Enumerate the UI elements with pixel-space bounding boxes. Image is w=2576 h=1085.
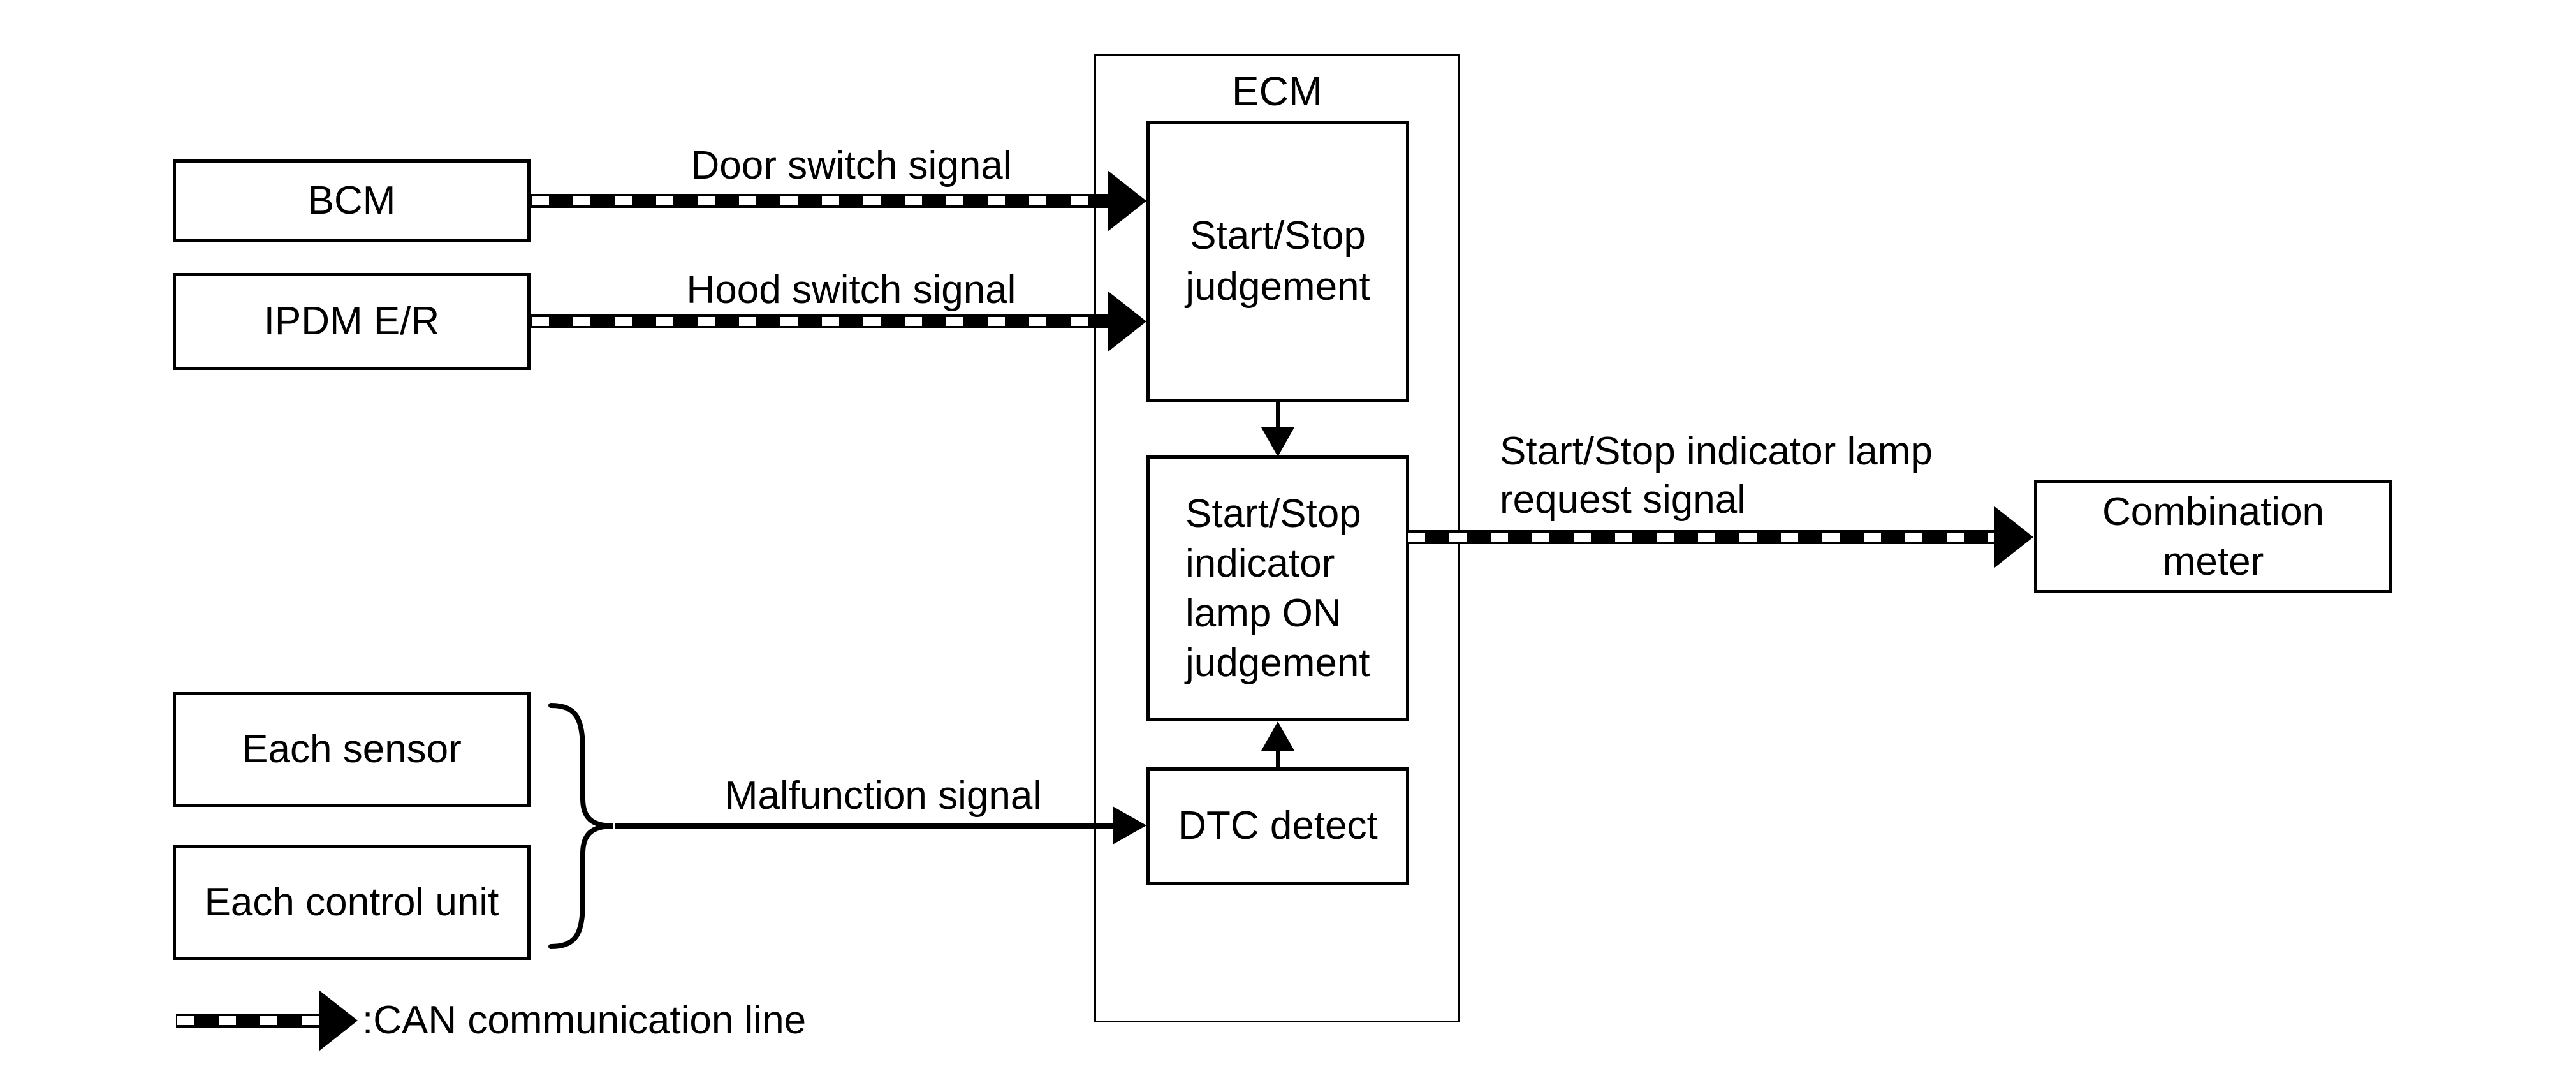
malfunction-signal-label: Malfunction signal bbox=[724, 774, 1042, 818]
door-switch-can-line bbox=[531, 194, 1108, 208]
malfunction-signal-line bbox=[615, 823, 1119, 829]
bcm-box: BCM bbox=[173, 159, 531, 242]
arrow-right-icon bbox=[1108, 170, 1146, 232]
arrow-up-icon bbox=[1261, 721, 1294, 751]
arrow-right-icon bbox=[1113, 806, 1146, 845]
hood-switch-can-line bbox=[531, 314, 1108, 328]
hood-switch-signal-label: Hood switch signal bbox=[686, 268, 1016, 312]
each-sensor-box: Each sensor bbox=[173, 692, 531, 807]
each-control-unit-label: Each control unit bbox=[204, 880, 499, 924]
arrow-right-icon bbox=[1994, 506, 2033, 568]
legend-can-line bbox=[176, 1014, 319, 1028]
indicator-lamp-judgement-box: Start/Stop indicator lamp ON judgement bbox=[1146, 455, 1409, 721]
indicator-judgement-line1: Start/Stop bbox=[1185, 491, 1361, 536]
combination-meter-box: Combination meter bbox=[2034, 480, 2392, 593]
arrow-down-icon bbox=[1261, 427, 1294, 457]
ecm-label: ECM bbox=[1231, 68, 1323, 114]
lamp-request-line2: request signal bbox=[1500, 478, 1746, 522]
start-stop-judgement-line2: judgement bbox=[1185, 264, 1370, 309]
combination-meter-line2: meter bbox=[2162, 539, 2264, 584]
each-control-unit-box: Each control unit bbox=[173, 845, 531, 960]
lamp-request-can-line bbox=[1407, 530, 1994, 544]
lamp-request-signal-label: Start/Stop indicator lamp request signal bbox=[1500, 427, 1933, 524]
start-stop-judgement-box: Start/Stop judgement bbox=[1146, 121, 1409, 402]
start-stop-judgement-label: Start/Stop judgement bbox=[1185, 210, 1370, 313]
combination-meter-label: Combination meter bbox=[2102, 487, 2324, 587]
ipdm-er-label: IPDM E/R bbox=[263, 299, 440, 343]
dtc-to-indicator-line bbox=[1276, 749, 1280, 767]
indicator-lamp-judgement-label: Start/Stop indicator lamp ON judgement bbox=[1185, 489, 1370, 688]
arrow-right-icon bbox=[319, 990, 358, 1051]
dtc-detect-box: DTC detect bbox=[1146, 767, 1409, 885]
ipdm-er-box: IPDM E/R bbox=[173, 273, 531, 370]
indicator-judgement-line3: lamp ON bbox=[1185, 591, 1342, 635]
arrow-right-icon bbox=[1108, 291, 1146, 352]
judgement-to-indicator-line bbox=[1276, 402, 1280, 430]
bcm-label: BCM bbox=[307, 179, 396, 223]
curly-brace-icon bbox=[548, 703, 614, 949]
combination-meter-line1: Combination bbox=[2102, 489, 2325, 534]
legend-label: :CAN communication line bbox=[362, 998, 807, 1042]
indicator-judgement-line2: indicator bbox=[1185, 541, 1335, 586]
start-stop-judgement-line1: Start/Stop bbox=[1190, 213, 1366, 258]
dtc-detect-label: DTC detect bbox=[1178, 804, 1378, 848]
lamp-request-line1: Start/Stop indicator lamp bbox=[1500, 429, 1933, 473]
each-sensor-label: Each sensor bbox=[242, 727, 462, 771]
door-switch-signal-label: Door switch signal bbox=[691, 144, 1012, 188]
indicator-judgement-line4: judgement bbox=[1185, 640, 1370, 685]
